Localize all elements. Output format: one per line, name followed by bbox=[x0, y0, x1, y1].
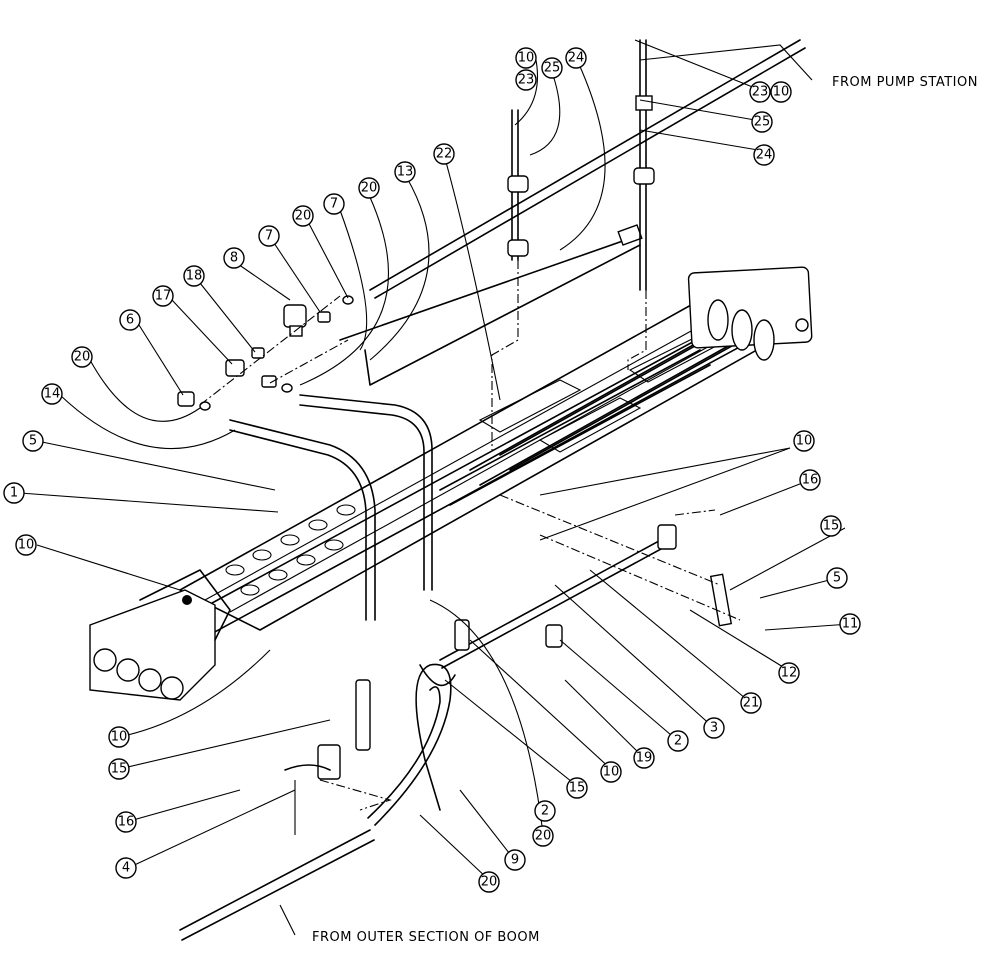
svg-text:18: 18 bbox=[186, 269, 203, 284]
callout-12: 12 bbox=[778, 662, 800, 684]
svg-text:20: 20 bbox=[535, 829, 552, 844]
svg-text:4: 4 bbox=[122, 861, 130, 876]
fitting-chain bbox=[177, 295, 354, 411]
svg-text:10: 10 bbox=[111, 730, 128, 745]
svg-text:24: 24 bbox=[568, 51, 585, 66]
svg-text:24: 24 bbox=[756, 148, 773, 163]
callout-15: 15 bbox=[566, 777, 588, 799]
tube-bundle bbox=[439, 266, 813, 506]
svg-text:7: 7 bbox=[330, 197, 338, 212]
callout-18: 18 bbox=[183, 265, 205, 287]
end-box bbox=[89, 569, 231, 701]
callout-20: 20 bbox=[71, 346, 93, 368]
svg-text:23: 23 bbox=[752, 85, 769, 100]
callout-2: 2 bbox=[534, 800, 556, 822]
callout-6: 6 bbox=[119, 309, 141, 331]
callout-16: 16 bbox=[115, 811, 137, 833]
callout-10: 10 bbox=[15, 534, 37, 556]
svg-text:16: 16 bbox=[118, 815, 135, 830]
callout-15: 15 bbox=[108, 758, 130, 780]
svg-text:3: 3 bbox=[710, 721, 718, 736]
callout-3: 3 bbox=[703, 717, 725, 739]
callout-9: 9 bbox=[504, 849, 526, 871]
svg-text:15: 15 bbox=[823, 519, 840, 534]
callout-5: 5 bbox=[826, 567, 848, 589]
callout-13: 13 bbox=[394, 161, 416, 183]
hoses bbox=[179, 394, 452, 941]
callout-16: 16 bbox=[799, 469, 821, 491]
callout-20: 20 bbox=[478, 871, 500, 893]
svg-text:21: 21 bbox=[743, 696, 760, 711]
callout-24: 24 bbox=[753, 144, 775, 166]
callout-17: 17 bbox=[152, 285, 174, 307]
callout-4: 4 bbox=[115, 857, 137, 879]
note-from-outer-section: FROM OUTER SECTION OF BOOM bbox=[312, 930, 540, 945]
svg-text:19: 19 bbox=[636, 751, 653, 766]
callout-10: 10 bbox=[108, 726, 130, 748]
svg-text:2: 2 bbox=[541, 804, 549, 819]
svg-text:25: 25 bbox=[754, 115, 771, 130]
callout-10: 10 bbox=[793, 430, 815, 452]
svg-text:10: 10 bbox=[18, 538, 35, 553]
callout-14: 14 bbox=[41, 383, 63, 405]
svg-text:8: 8 bbox=[230, 251, 238, 266]
svg-text:13: 13 bbox=[397, 165, 414, 180]
svg-text:22: 22 bbox=[436, 147, 453, 162]
svg-text:10: 10 bbox=[603, 765, 620, 780]
supply-lines bbox=[339, 39, 806, 386]
svg-text:7: 7 bbox=[265, 229, 273, 244]
callout-20: 20 bbox=[532, 825, 554, 847]
svg-text:11: 11 bbox=[842, 617, 859, 632]
svg-text:16: 16 bbox=[802, 473, 819, 488]
callout-23: 23 bbox=[515, 69, 537, 91]
svg-text:23: 23 bbox=[518, 73, 535, 88]
callout-21: 21 bbox=[740, 692, 762, 714]
svg-text:20: 20 bbox=[74, 350, 91, 365]
callout-24: 24 bbox=[565, 47, 587, 69]
callout-1: 1 bbox=[3, 482, 25, 504]
callout-10: 10 bbox=[600, 761, 622, 783]
svg-text:5: 5 bbox=[29, 434, 37, 449]
callout-25: 25 bbox=[751, 111, 773, 133]
svg-text:10: 10 bbox=[773, 85, 790, 100]
callout-10: 10 bbox=[515, 47, 537, 69]
callout-15: 15 bbox=[820, 515, 842, 537]
svg-text:10: 10 bbox=[796, 434, 813, 449]
callout-7: 7 bbox=[323, 193, 345, 215]
svg-text:20: 20 bbox=[361, 181, 378, 196]
callout-20: 20 bbox=[358, 177, 380, 199]
callout-22: 22 bbox=[433, 143, 455, 165]
svg-text:1: 1 bbox=[10, 486, 18, 501]
svg-text:2: 2 bbox=[674, 734, 682, 749]
svg-text:15: 15 bbox=[111, 762, 128, 777]
svg-text:20: 20 bbox=[295, 209, 312, 224]
callout-7: 7 bbox=[258, 225, 280, 247]
callout-11: 11 bbox=[839, 613, 861, 635]
svg-text:20: 20 bbox=[481, 875, 498, 890]
svg-text:14: 14 bbox=[44, 387, 61, 402]
note-from-pump-station: FROM PUMP STATION bbox=[832, 75, 978, 90]
svg-text:5: 5 bbox=[833, 571, 841, 586]
callout-2: 2 bbox=[667, 730, 689, 752]
callout-8: 8 bbox=[223, 247, 245, 269]
callout-19: 19 bbox=[633, 747, 655, 769]
boom-frame bbox=[179, 299, 811, 641]
callout-10: 10 bbox=[770, 81, 792, 103]
svg-text:17: 17 bbox=[155, 289, 172, 304]
leader-lines bbox=[19, 39, 851, 936]
callout-20: 20 bbox=[292, 205, 314, 227]
callout-23: 23 bbox=[749, 81, 771, 103]
svg-text:12: 12 bbox=[781, 666, 798, 681]
svg-text:10: 10 bbox=[518, 51, 535, 66]
svg-text:15: 15 bbox=[569, 781, 586, 796]
hangers bbox=[491, 39, 655, 450]
svg-text:9: 9 bbox=[511, 853, 519, 868]
callout-25: 25 bbox=[541, 57, 563, 79]
callout-5: 5 bbox=[22, 430, 44, 452]
svg-text:25: 25 bbox=[544, 61, 561, 76]
bracket-plate bbox=[499, 494, 741, 627]
svg-text:6: 6 bbox=[126, 313, 134, 328]
